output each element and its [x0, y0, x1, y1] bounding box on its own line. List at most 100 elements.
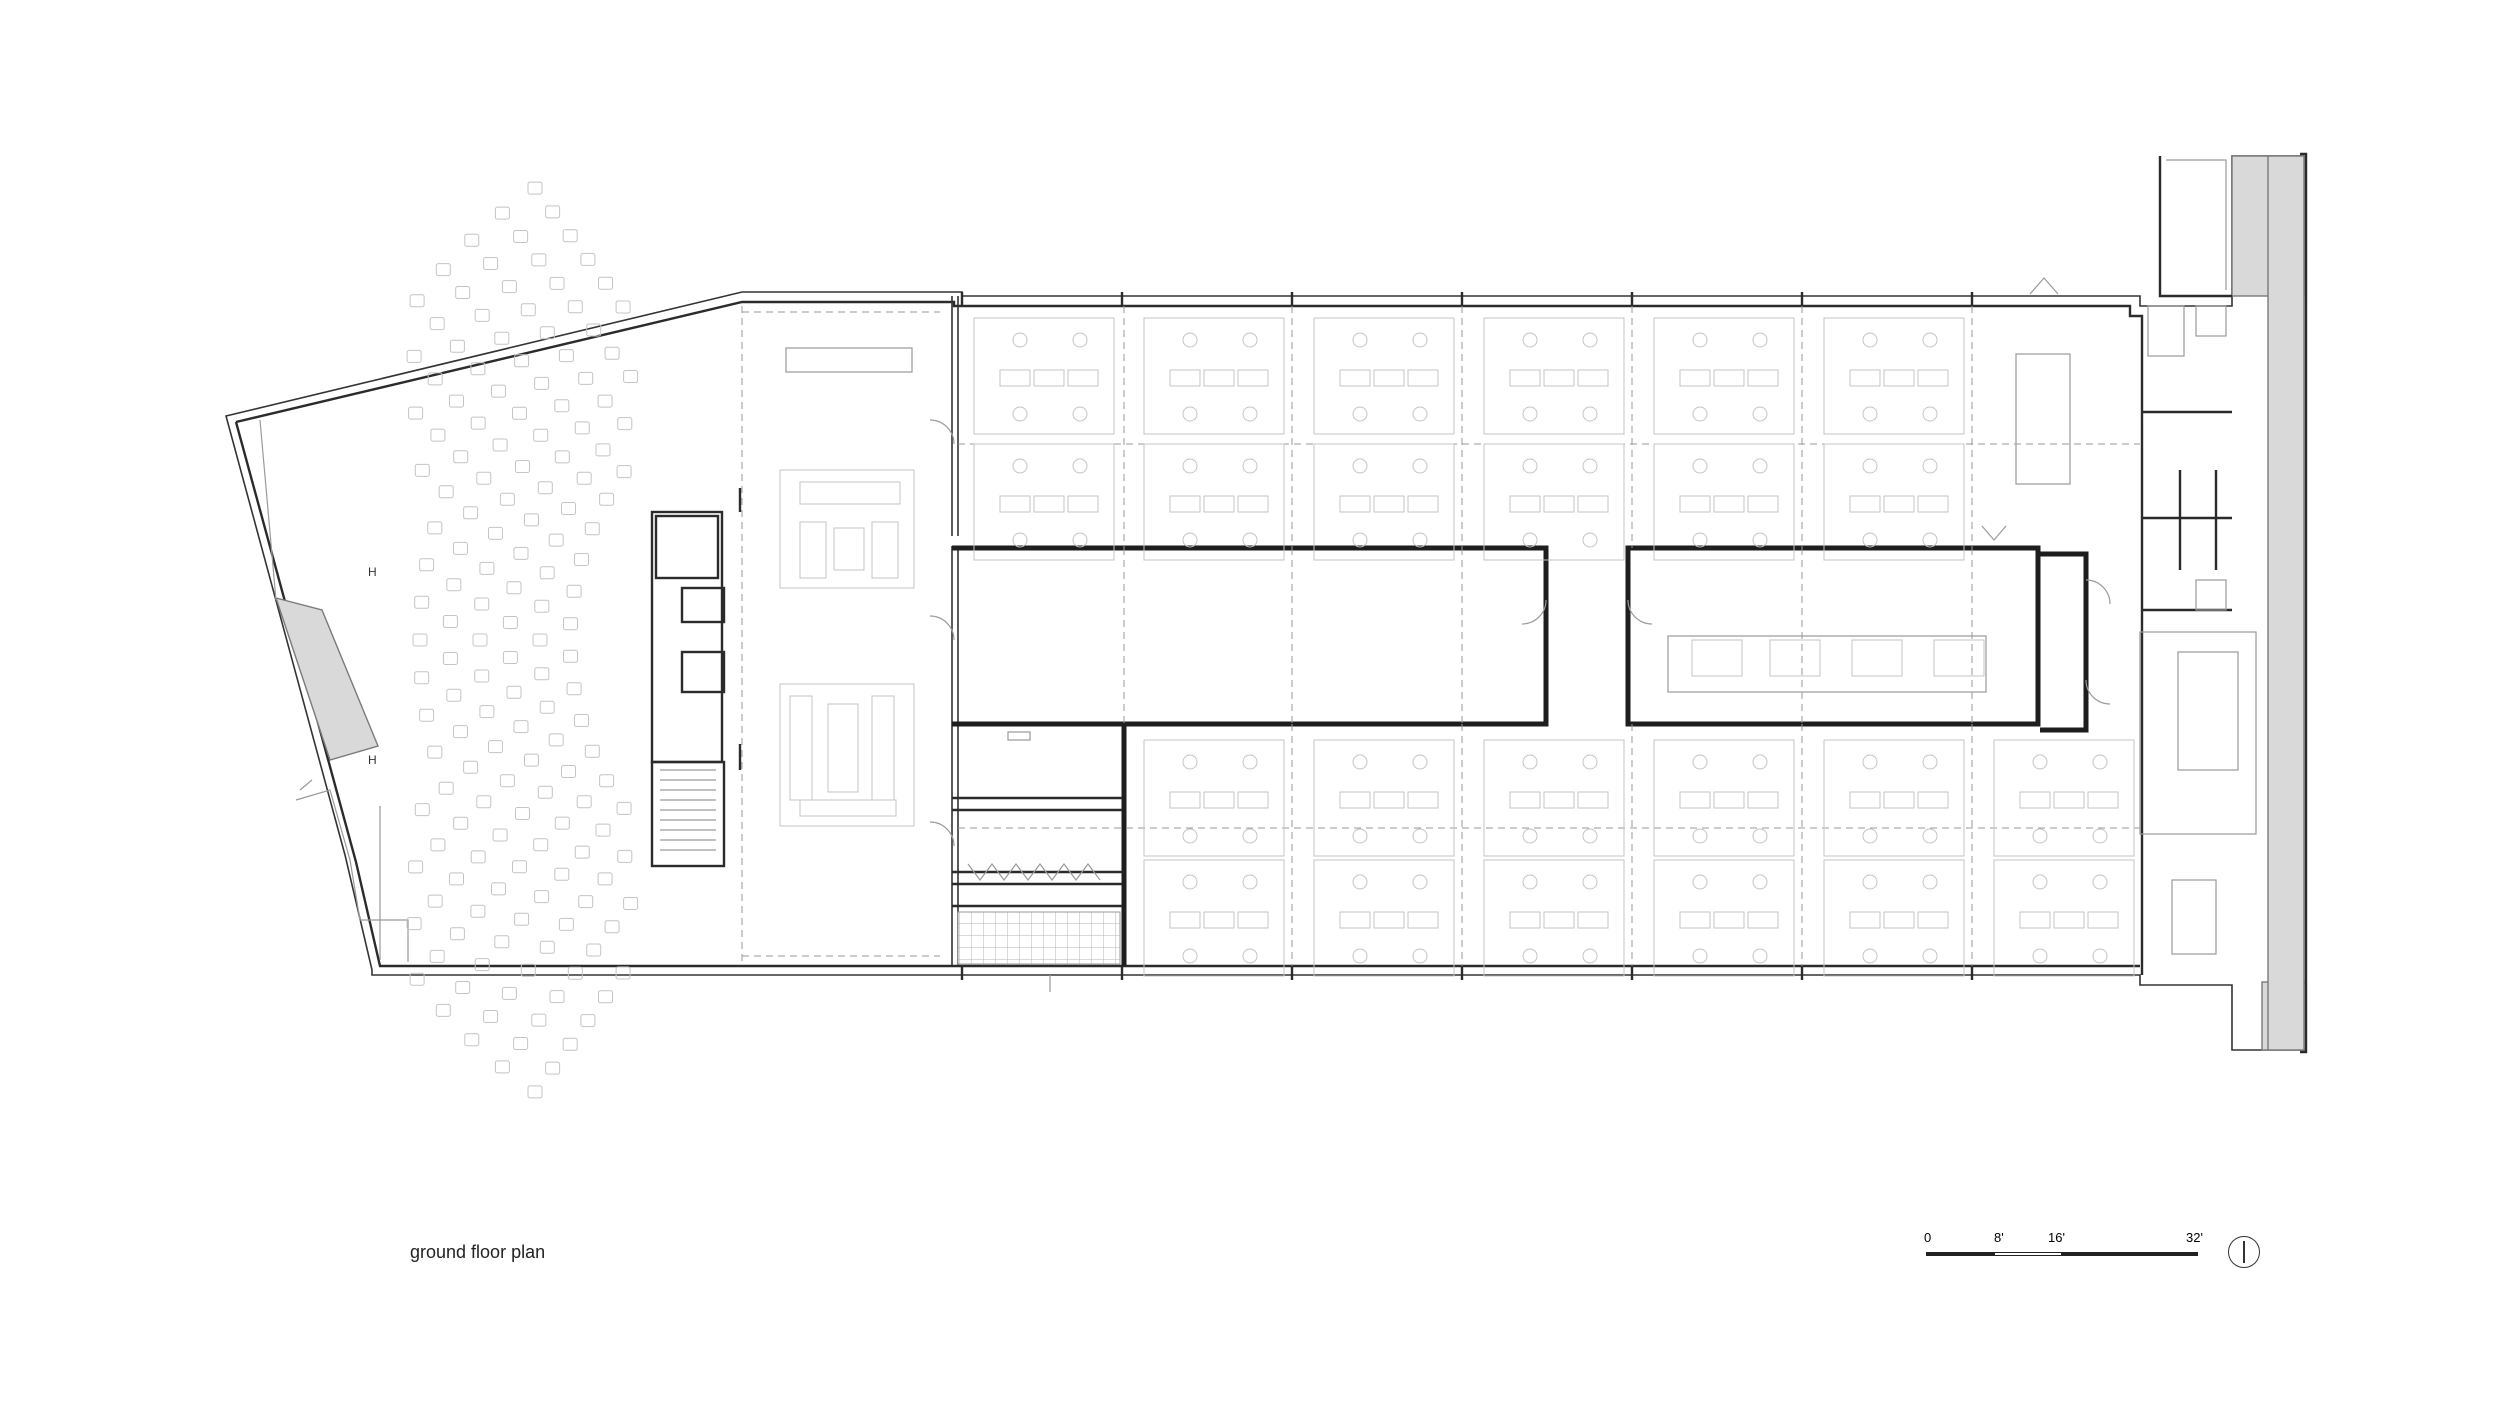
- chair: [1012, 406, 1028, 422]
- seat: [463, 760, 479, 774]
- seat: [442, 615, 458, 628]
- chair: [1242, 754, 1258, 770]
- seat: [574, 845, 590, 859]
- chair: [1692, 458, 1708, 474]
- seat: [549, 990, 565, 1004]
- chair: [1522, 948, 1538, 964]
- seat: [408, 406, 424, 420]
- seat: [616, 465, 632, 479]
- desk: [1917, 791, 1949, 809]
- desk: [1203, 911, 1235, 929]
- chair: [1922, 458, 1938, 474]
- desk: [999, 369, 1031, 387]
- seat: [554, 816, 570, 830]
- building-envelope: [225, 155, 2301, 1051]
- chair: [1522, 332, 1538, 348]
- chair: [1352, 332, 1368, 348]
- seat: [554, 399, 570, 413]
- desk-zone: [1823, 859, 1965, 977]
- scale-tick-16: 16': [2048, 1230, 2065, 1245]
- desk: [1713, 495, 1745, 513]
- chair: [1522, 458, 1538, 474]
- seat: [531, 253, 547, 267]
- chair: [1752, 458, 1768, 474]
- seat: [599, 492, 615, 506]
- chair: [1352, 458, 1368, 474]
- seat: [442, 652, 458, 665]
- desk: [1577, 911, 1609, 929]
- chair: [1862, 332, 1878, 348]
- desk: [1917, 369, 1949, 387]
- desk: [1543, 369, 1575, 387]
- seat: [524, 753, 539, 767]
- seat: [539, 566, 555, 580]
- chair: [1352, 948, 1368, 964]
- chair: [1922, 874, 1938, 890]
- svg-text:H: H: [368, 565, 377, 579]
- seat: [449, 872, 464, 886]
- desk: [1577, 495, 1609, 513]
- desk: [1169, 495, 1201, 513]
- seat: [494, 331, 510, 345]
- seat: [476, 471, 492, 485]
- chair: [1182, 754, 1198, 770]
- desk: [1849, 911, 1881, 929]
- chair: [1182, 406, 1198, 422]
- seat: [449, 927, 465, 941]
- desk: [1713, 911, 1745, 929]
- seat: [479, 561, 495, 575]
- chair: [1012, 332, 1028, 348]
- adjacent-building: [2158, 152, 2308, 1054]
- desk: [1373, 495, 1405, 513]
- seat: [488, 740, 503, 754]
- desk: [1067, 369, 1099, 387]
- chair: [1072, 532, 1088, 548]
- desk: [2019, 911, 2051, 929]
- seat: [409, 972, 425, 986]
- chair: [1862, 406, 1878, 422]
- desk: [1543, 495, 1575, 513]
- seat: [599, 774, 615, 788]
- seat: [412, 633, 428, 647]
- seat: [414, 803, 430, 817]
- seat: [566, 682, 582, 696]
- chair: [2032, 874, 2048, 890]
- desk: [1203, 791, 1235, 809]
- meeting-rooms: [1667, 353, 2257, 955]
- chair: [1522, 754, 1538, 770]
- chair: [1752, 828, 1768, 844]
- seat: [534, 890, 550, 904]
- desk: [1509, 911, 1541, 929]
- seat: [615, 300, 631, 314]
- seat: [429, 949, 445, 963]
- seat: [491, 384, 506, 398]
- desk: [1339, 495, 1371, 513]
- seat: [470, 362, 486, 376]
- seat: [580, 1014, 596, 1028]
- seat: [501, 986, 517, 1000]
- seat: [406, 349, 422, 363]
- desk-zone: [1143, 739, 1285, 857]
- seat: [446, 578, 462, 592]
- seat: [545, 205, 561, 219]
- desk: [1169, 791, 1201, 809]
- seat: [414, 595, 430, 609]
- chair: [2032, 828, 2048, 844]
- desk: [1237, 791, 1269, 809]
- chair: [1352, 874, 1368, 890]
- seat: [409, 294, 425, 308]
- seat: [499, 492, 515, 506]
- seat: [520, 963, 536, 977]
- desk: [1679, 911, 1711, 929]
- chair: [1922, 332, 1938, 348]
- seat: [414, 463, 430, 477]
- chair: [1862, 948, 1878, 964]
- seat: [427, 745, 443, 759]
- seat: [539, 940, 555, 954]
- chair: [1582, 332, 1598, 348]
- seat: [419, 558, 435, 572]
- seat: [537, 481, 553, 495]
- chair: [1242, 532, 1258, 548]
- chair: [1862, 532, 1878, 548]
